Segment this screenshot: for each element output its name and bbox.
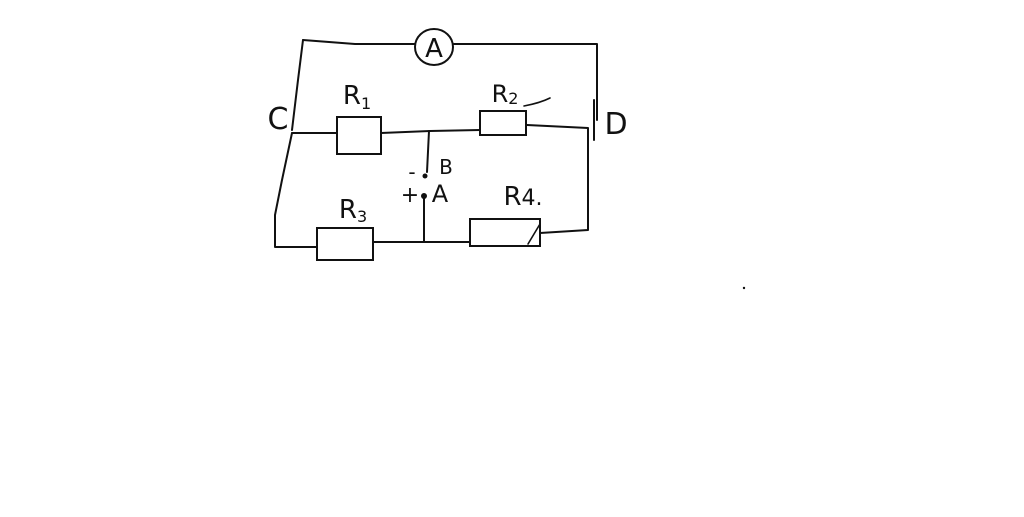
ammeter-label: A <box>425 34 443 64</box>
resistor-r2-label: R2 <box>492 80 519 108</box>
resistor-r4: R4. <box>469 182 543 247</box>
resistor-r2: R2 <box>479 80 551 136</box>
ammeter: A <box>414 28 454 66</box>
source-branch: - B + A <box>401 130 453 243</box>
resistor-r4-label: R4. <box>503 182 542 212</box>
node-c: C <box>268 102 289 137</box>
resistor-r1-label: R1 <box>343 81 371 113</box>
terminal-b-dot <box>422 173 428 179</box>
terminal-a-label: A <box>432 180 449 208</box>
resistor-r1: R1 <box>336 81 382 155</box>
node-c-label: C <box>268 102 289 137</box>
terminal-a-polarity: + <box>401 183 419 208</box>
resistor-r3: R3 <box>316 195 374 261</box>
top-wire <box>291 39 598 131</box>
node-d-label: D <box>604 107 627 142</box>
stray-dot <box>742 286 746 290</box>
terminal-b-polarity: - <box>408 160 415 184</box>
node-d: D <box>593 99 628 142</box>
bottom-branch-wire <box>274 132 471 248</box>
resistor-r3-label: R3 <box>339 195 367 226</box>
terminal-b-label: B <box>439 155 453 179</box>
